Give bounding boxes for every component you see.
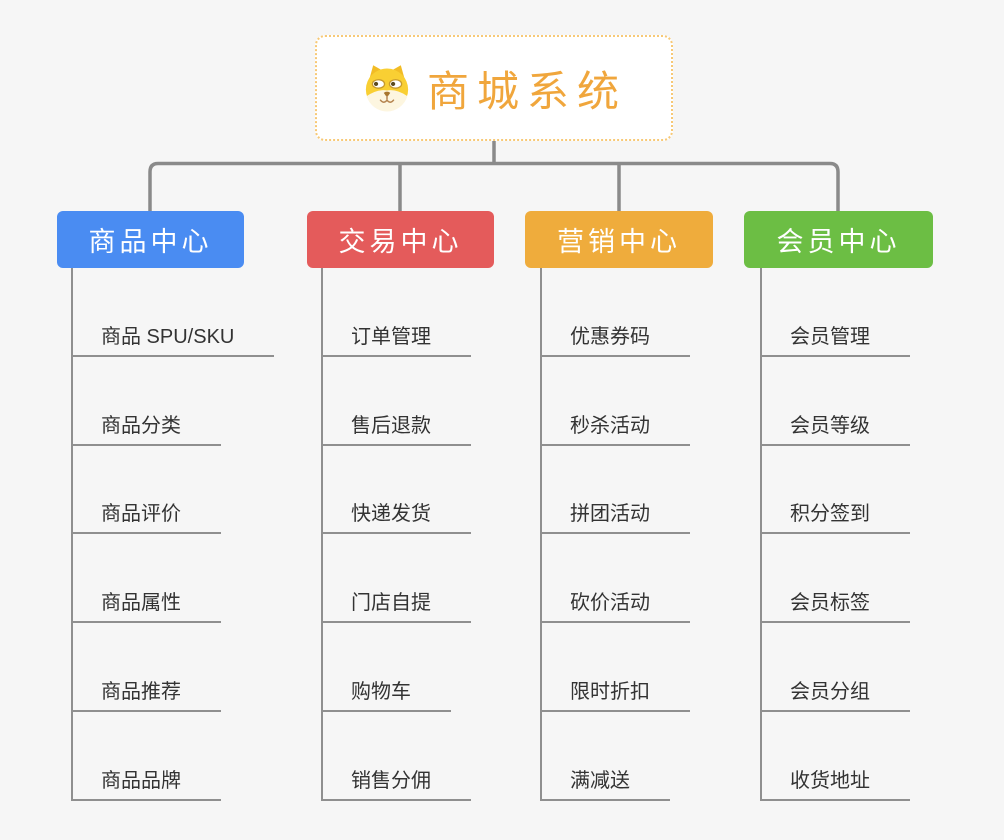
- leaf-node[interactable]: 商品评价: [73, 497, 221, 535]
- leaf-node[interactable]: 快递发货: [323, 497, 471, 535]
- leaf-node[interactable]: 会员等级: [762, 409, 910, 446]
- branch-node-trade-center[interactable]: 交易中心: [307, 211, 494, 268]
- leaf-node[interactable]: 会员管理: [762, 320, 910, 357]
- leaf-node[interactable]: 商品分类: [73, 409, 221, 446]
- leaf-node[interactable]: 商品品牌: [73, 764, 221, 801]
- leaf-node[interactable]: 砍价活动: [542, 586, 690, 624]
- root-node[interactable]: 商城系统: [315, 35, 673, 141]
- leaf-node[interactable]: 秒杀活动: [542, 409, 690, 446]
- branch-node-marketing-center[interactable]: 营销中心: [525, 211, 713, 268]
- root-title: 商城系统: [426, 67, 627, 115]
- leaf-node[interactable]: 优惠券码: [542, 320, 690, 357]
- leaf-column-product: 商品 SPU/SKU 商品分类 商品评价 商品属性 商品推荐 商品品牌: [71, 268, 311, 801]
- leaf-node[interactable]: 商品属性: [73, 586, 221, 624]
- branch-label: 交易中心: [338, 227, 463, 257]
- leaf-node[interactable]: 商品 SPU/SKU: [73, 320, 275, 357]
- leaf-node[interactable]: 门店自提: [323, 586, 471, 624]
- branch-label: 商品中心: [88, 227, 213, 257]
- leaf-node[interactable]: 限时折扣: [542, 675, 690, 713]
- leaf-column-trade: 订单管理 售后退款 快递发货 门店自提 购物车 销售分佣: [321, 268, 561, 801]
- leaf-node[interactable]: 会员标签: [762, 586, 910, 624]
- leaf-node[interactable]: 售后退款: [323, 409, 471, 446]
- leaf-node[interactable]: 销售分佣: [323, 764, 471, 801]
- branch-node-member-center[interactable]: 会员中心: [744, 211, 933, 268]
- branch-label: 会员中心: [776, 227, 901, 257]
- leaf-column-member: 会员管理 会员等级 积分签到 会员标签 会员分组 收货地址: [760, 268, 1000, 801]
- branch-label: 营销中心: [557, 227, 681, 257]
- leaf-node[interactable]: 订单管理: [323, 320, 471, 357]
- leaf-column-marketing: 优惠券码 秒杀活动 拼团活动 砍价活动 限时折扣 满减送: [540, 268, 780, 801]
- leaf-node[interactable]: 拼团活动: [542, 497, 690, 535]
- leaf-node[interactable]: 收货地址: [762, 764, 910, 801]
- branch-node-product-center[interactable]: 商品中心: [57, 211, 244, 268]
- leaf-node[interactable]: 会员分组: [762, 675, 910, 713]
- leaf-node[interactable]: 购物车: [323, 675, 451, 713]
- leaf-node[interactable]: 商品推荐: [73, 675, 221, 713]
- leaf-node[interactable]: 满减送: [542, 764, 670, 801]
- leaf-node[interactable]: 积分签到: [762, 497, 910, 535]
- doge-icon: [365, 65, 409, 112]
